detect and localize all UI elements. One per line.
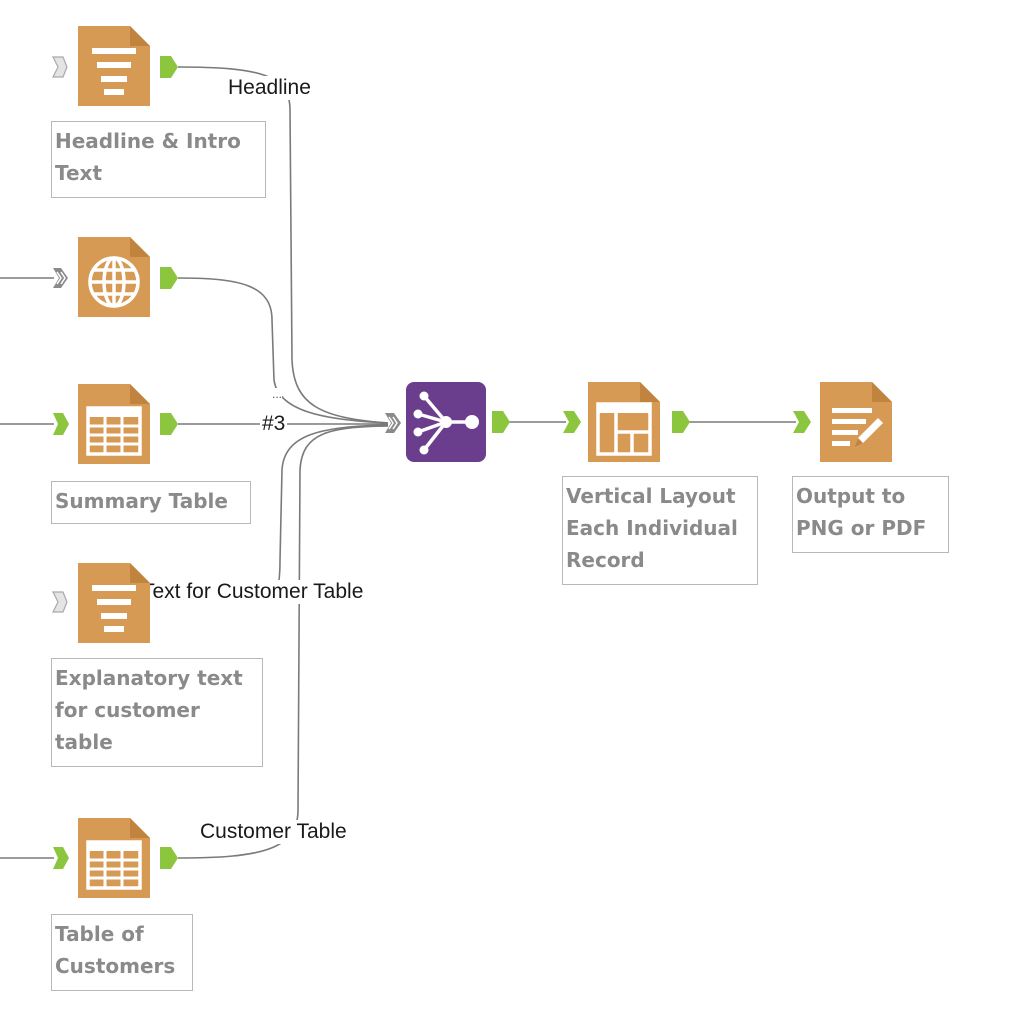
input-anchor[interactable] [52,412,70,436]
input-anchor[interactable] [562,410,582,434]
vertical-layout-tool[interactable] [588,382,660,462]
report-text-icon [78,563,150,643]
table-icon [78,818,150,898]
connector-map[interactable] [177,277,389,424]
tool-label-vertical-layout: Vertical Layout Each Individual Record [562,476,758,585]
input-anchor[interactable] [52,846,70,870]
tool-label-summary-table: Summary Table [51,481,251,524]
tool-label-headline: Headline & Intro Text [51,121,266,198]
tool-label-customer-table: Table of Customers [51,914,193,991]
layout-icon [588,382,660,462]
union-tool[interactable] [406,382,486,462]
connection-label-customer-text: Text for Customer Table [140,580,366,604]
input-anchor-multi[interactable] [384,411,404,435]
render-output-icon [820,382,892,462]
connection-label-customer-table: Customer Table [198,820,349,844]
output-anchor[interactable] [159,55,179,79]
headline-text-tool[interactable] [78,26,150,106]
output-anchor[interactable] [671,410,691,434]
summary-table-tool[interactable] [78,384,150,464]
input-anchor-empty[interactable] [52,591,68,613]
input-anchor-multi[interactable] [52,266,70,290]
report-text-icon [78,26,150,106]
output-anchor[interactable] [491,410,511,434]
layout-union-icon [406,382,486,462]
render-tool[interactable] [820,382,892,462]
globe-icon [78,237,150,317]
table-icon [78,384,150,464]
connection-label-headline: Headline [226,76,313,100]
connector-headline[interactable] [177,66,389,424]
input-anchor[interactable] [792,410,812,434]
connection-overflow-dots: ... [272,387,283,401]
connector-customer-table[interactable] [177,425,389,859]
output-anchor[interactable] [159,266,179,290]
output-anchor[interactable] [159,846,179,870]
connection-label-summary: #3 [260,412,288,436]
customer-text-tool[interactable] [78,563,150,643]
tool-label-customer-text: Explanatory text for customer table [51,658,263,767]
input-anchor-empty[interactable] [52,56,68,78]
tool-label-render: Output to PNG or PDF [792,476,949,553]
map-tool[interactable] [78,237,150,317]
output-anchor[interactable] [159,412,179,436]
customer-table-tool[interactable] [78,818,150,898]
